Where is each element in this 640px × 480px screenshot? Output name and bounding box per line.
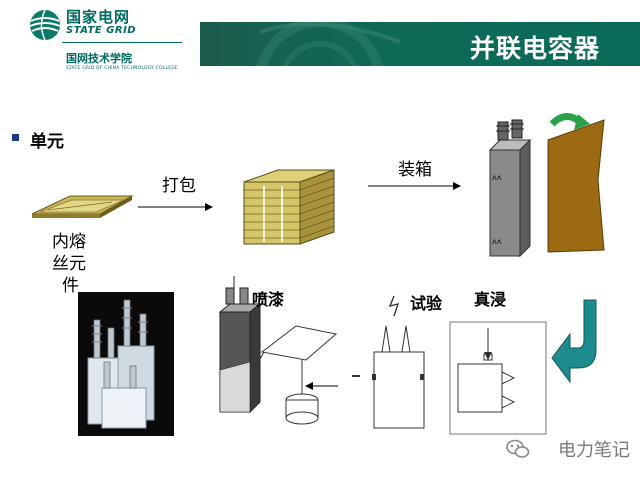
label-test: 试验 xyxy=(410,294,443,313)
test-apparatus-image xyxy=(372,295,425,429)
institute-name-en: STATE GRID OF CHINA TECHNOLOGY COLLEGE xyxy=(66,66,178,71)
label-element-line-2: 丝元 xyxy=(52,254,86,274)
banner-pattern xyxy=(257,22,401,66)
vacuum-impregnation-image xyxy=(449,321,547,435)
logo-text-en: STATE GRID xyxy=(66,25,137,36)
capacitor-product-photo xyxy=(78,292,174,436)
insulation-paper-image xyxy=(547,113,605,253)
title-banner: 并联电容器 xyxy=(200,22,640,66)
label-vacuum: 真浸 xyxy=(474,290,507,309)
element-stack-image xyxy=(243,169,335,245)
label-paint: 喷漆 xyxy=(252,290,285,309)
logo-text-cn: 国家电网 xyxy=(66,8,131,26)
wechat-icon xyxy=(506,439,530,458)
page-title: 并联电容器 xyxy=(469,34,600,63)
label-element-line-3: 件 xyxy=(62,276,79,296)
flow-turn-arrow xyxy=(551,299,597,384)
label-pack: 打包 xyxy=(162,176,196,196)
bullet-label: 单元 xyxy=(30,132,64,152)
label-element-line-1: 内熔 xyxy=(52,232,86,252)
state-grid-logo-icon xyxy=(29,9,61,41)
label-box: 装箱 xyxy=(398,160,432,180)
svg-text:ʌʌ: ʌʌ xyxy=(492,237,502,246)
logo-divider xyxy=(62,42,182,43)
institute-name-cn: 国网技术学院 xyxy=(66,52,132,65)
capacitor-element-image xyxy=(31,195,134,218)
logo-block: 国家电网 STATE GRID 国网技术学院 STATE GRID OF CHI… xyxy=(0,0,200,78)
bullet-marker xyxy=(12,134,19,141)
svg-text:ʌʌ: ʌʌ xyxy=(492,173,502,182)
capacitor-tank-image: ʌʌ ʌʌ xyxy=(488,119,532,258)
watermark-text: 电力笔记 xyxy=(558,440,630,461)
spray-painting-image xyxy=(218,276,338,425)
